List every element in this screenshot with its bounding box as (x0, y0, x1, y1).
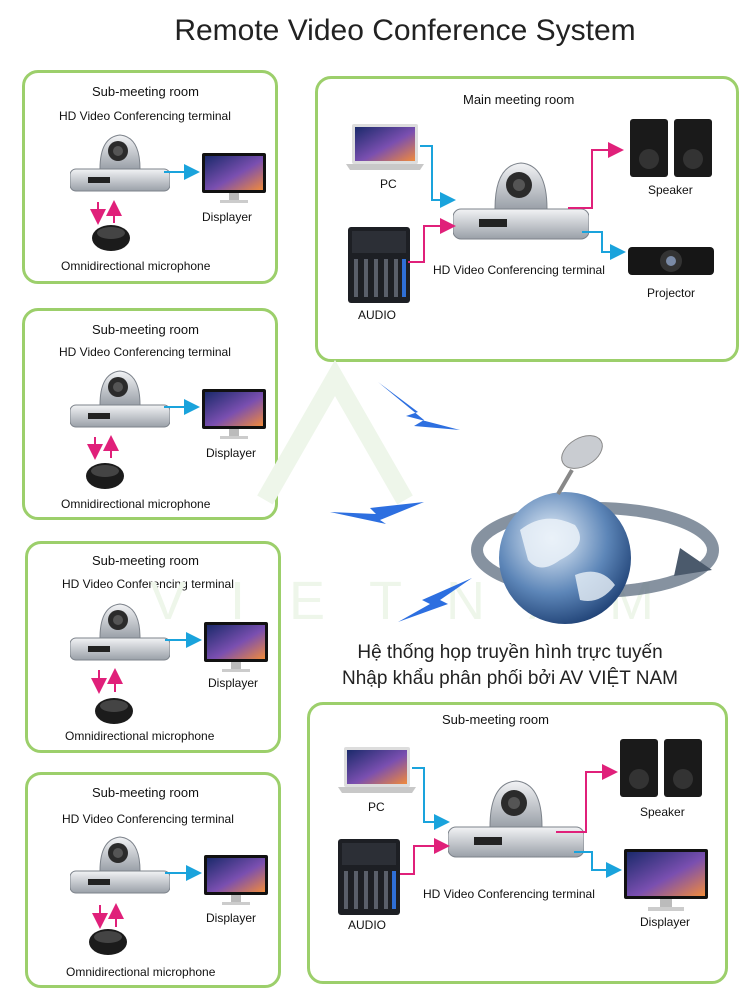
main-meeting-room: Main meeting room PC AUDIO HD Video Conf… (315, 76, 739, 362)
displayer-icon (204, 855, 268, 905)
video-terminal-icon (448, 780, 584, 858)
satellite-dish-icon (556, 435, 603, 496)
lightning-icon (398, 578, 472, 622)
terminal-label: HD Video Conferencing terminal (59, 345, 231, 359)
displayer-label: Displayer (206, 911, 257, 925)
room-title: Sub-meeting room (92, 84, 199, 99)
terminal-label: HD Video Conferencing terminal (59, 109, 231, 123)
pc-label: PC (380, 177, 397, 191)
page-title: Remote Video Conference System (174, 14, 636, 47)
terminal-label: HD Video Conferencing terminal (433, 263, 605, 277)
projector-label: Projector (647, 286, 696, 300)
projector-icon (628, 247, 714, 275)
microphone-label: Omnidirectional microphone (61, 259, 211, 273)
video-terminal-icon (70, 134, 170, 192)
displayer-label: Displayer (206, 446, 257, 460)
displayer-label: Displayer (208, 676, 259, 690)
room-title: Main meeting room (463, 92, 575, 107)
terminal-label: HD Video Conferencing terminal (62, 577, 234, 591)
pc-laptop-icon (346, 124, 424, 170)
microphone-label: Omnidirectional microphone (65, 729, 215, 743)
displayer-icon (624, 849, 708, 911)
microphone-label: Omnidirectional microphone (61, 497, 211, 511)
terminal-label: HD Video Conferencing terminal (423, 887, 595, 901)
sub-room-large: Sub-meeting room PC AUDIO HD Video Confe… (307, 702, 728, 984)
tagline-line-1: Hệ thống họp truyền hình trực tuyến (357, 642, 663, 663)
displayer-icon (202, 389, 266, 439)
speaker-icon (620, 739, 702, 797)
speaker-label: Speaker (648, 183, 693, 197)
sub-room-1: Sub-meeting room HD Video Conferencing t… (22, 70, 278, 284)
displayer-label: Displayer (202, 210, 253, 224)
audio-label: AUDIO (358, 308, 397, 322)
displayer-icon (204, 622, 268, 672)
audio-mixer-icon (348, 227, 410, 303)
microphone-label: Omnidirectional microphone (66, 965, 216, 979)
audio-mixer-icon (338, 839, 400, 915)
video-terminal-icon (70, 836, 170, 894)
room-title: Sub-meeting room (92, 322, 199, 337)
room-title: Sub-meeting room (92, 785, 199, 800)
globe-icon (471, 492, 719, 624)
room-title: Sub-meeting room (92, 553, 199, 568)
sub-room-4: Sub-meeting room HD Video Conferencing t… (25, 772, 281, 988)
terminal-label: HD Video Conferencing terminal (62, 812, 234, 826)
audio-label: AUDIO (348, 918, 387, 932)
sub-room-3: Sub-meeting room HD Video Conferencing t… (25, 541, 281, 753)
speaker-label: Speaker (640, 805, 685, 819)
video-terminal-icon (453, 162, 589, 240)
pc-label: PC (368, 800, 385, 814)
displayer-icon (202, 153, 266, 203)
lightning-icon (330, 502, 424, 524)
speaker-icon (630, 119, 712, 177)
room-title: Sub-meeting room (442, 712, 549, 727)
pc-laptop-icon (338, 747, 416, 793)
tagline-line-2: Nhập khẩu phân phối bởi AV VIỆT NAM (341, 668, 678, 689)
microphone-icon (92, 225, 130, 251)
displayer-label: Displayer (640, 915, 691, 929)
microphone-icon (95, 698, 133, 724)
sub-room-2: Sub-meeting room HD Video Conferencing t… (22, 308, 278, 520)
lightning-icon (378, 382, 460, 430)
microphone-icon (86, 463, 124, 489)
watermark-logo-icon (257, 359, 413, 505)
video-terminal-icon (70, 370, 170, 428)
microphone-icon (89, 929, 127, 955)
video-terminal-icon (70, 603, 170, 661)
